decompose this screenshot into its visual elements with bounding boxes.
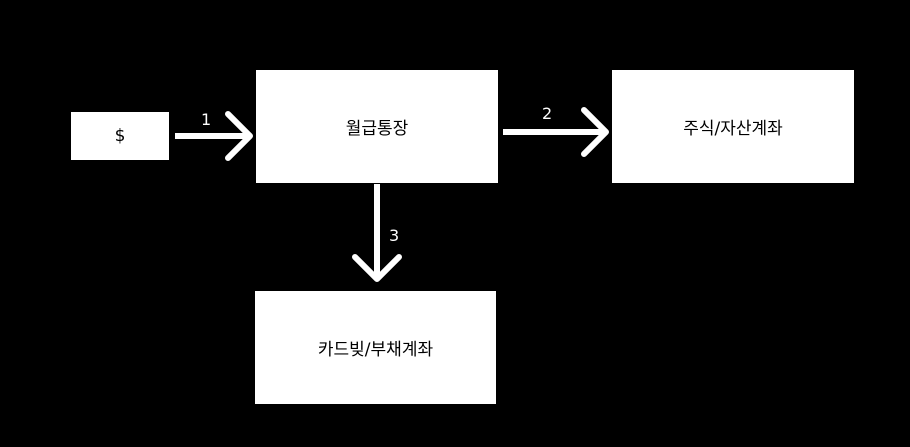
node-card-debt-account: 카드빚/부채계좌 bbox=[255, 291, 496, 404]
edge-dollar-to-salary: 1 bbox=[175, 110, 253, 161]
node-asset-account: 주식/자산계좌 bbox=[612, 70, 854, 183]
node-dollar-label: $ bbox=[114, 126, 126, 146]
edge-1-label: 1 bbox=[201, 110, 211, 129]
edge-3-label: 3 bbox=[389, 226, 399, 245]
edge-1-arrowhead bbox=[225, 111, 253, 161]
node-card-debt-account-label: 카드빚/부채계좌 bbox=[317, 340, 434, 360]
edge-salary-to-asset: 2 bbox=[503, 104, 609, 157]
node-salary-account: 월급통장 bbox=[256, 70, 498, 183]
edge-salary-to-card: 3 bbox=[352, 184, 402, 282]
edge-3-arrowhead bbox=[352, 254, 402, 282]
node-dollar: $ bbox=[71, 112, 169, 160]
edge-2-arrowhead bbox=[581, 107, 609, 157]
edge-2-label: 2 bbox=[542, 104, 552, 123]
node-salary-account-label: 월급통장 bbox=[345, 119, 409, 139]
node-asset-account-label: 주식/자산계좌 bbox=[683, 119, 783, 139]
